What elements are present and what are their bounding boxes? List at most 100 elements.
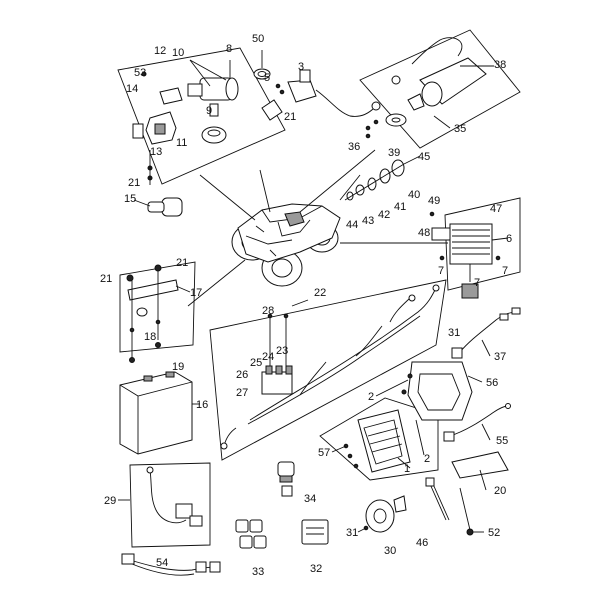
start-relay-part [261, 69, 381, 121]
callout-label: 9 [206, 105, 212, 117]
callout-label: 37 [494, 351, 506, 363]
atv-vehicle [231, 203, 341, 287]
callout-label: 56 [486, 377, 498, 389]
fuse-holder-part [133, 197, 183, 217]
group-outline-battery-bracket [119, 261, 196, 353]
rod-part [459, 487, 474, 536]
callout-label: 2 [424, 453, 430, 465]
callout-label: 7 [438, 265, 444, 277]
callout-label: 11 [176, 137, 187, 149]
callout-label: 43 [362, 215, 374, 227]
leader-line [199, 174, 256, 221]
callout-label: 3 [298, 61, 304, 73]
callout-label: 57 [318, 447, 330, 459]
callout-label: 16 [196, 399, 208, 411]
group-outline-harness-29 [129, 462, 211, 548]
callout-label: 23 [276, 345, 288, 357]
cable-tie-part [425, 477, 450, 521]
leader-line [339, 174, 361, 201]
relay-part [277, 461, 295, 497]
callout-label: 6 [506, 233, 512, 245]
group-outline-rectifier [444, 197, 521, 291]
callout-label: 42 [378, 209, 390, 221]
callout-label: 19 [172, 361, 184, 373]
relay-set-part [235, 519, 267, 549]
callout-label: 40 [408, 189, 420, 201]
horn-part [365, 495, 407, 533]
callout-label: 32 [310, 563, 322, 575]
callout-label: 18 [144, 331, 156, 343]
callout-label: 28 [262, 305, 274, 317]
callout-label: 52 [488, 527, 500, 539]
control-module-part [301, 519, 329, 545]
cdi-mount-bracket [407, 361, 473, 421]
callout-label: 29 [104, 495, 116, 507]
callout-label: 21 [176, 257, 188, 269]
callout-label: 36 [348, 141, 360, 153]
callout-label: 46 [416, 537, 428, 549]
leader-line [299, 149, 376, 213]
main-wiring-harness [220, 284, 440, 450]
insulator-sheet-part [451, 451, 509, 479]
callout-label: 12 [154, 45, 166, 57]
callout-label: 44 [346, 219, 358, 231]
callout-label: 35 [454, 123, 466, 135]
callout-label: 8 [226, 43, 232, 55]
callout-label: 15 [124, 193, 136, 205]
callout-leaders [118, 115, 509, 533]
starter-motor-part [391, 37, 494, 111]
callout-label: 13 [150, 146, 162, 158]
callout-label: 10 [172, 47, 184, 59]
sub-harness-54 [121, 553, 221, 576]
callout-label: 7 [474, 277, 480, 289]
callout-label: 30 [384, 545, 396, 557]
callout-label: 25 [250, 357, 262, 369]
regulator-rectifier-part [431, 223, 493, 299]
callout-label: 7 [502, 265, 508, 277]
callout-label: 45 [418, 151, 430, 163]
callout-label: 5 [264, 72, 270, 84]
callout-label: 54 [156, 557, 168, 569]
battery-bracket-part [127, 270, 179, 360]
callout-label: 27 [236, 387, 248, 399]
callout-label: 47 [490, 203, 502, 215]
group-outline-cdi-bracket [319, 397, 439, 481]
callout-label: 26 [236, 369, 248, 381]
callout-label: 41 [394, 201, 406, 213]
callout-label: 1 [404, 463, 410, 475]
sensor-wire-37 [451, 307, 521, 359]
fuse-box-part [261, 365, 293, 395]
callout-label: 38 [494, 59, 506, 71]
callout-label: 2 [368, 391, 374, 403]
callout-label: 31 [448, 327, 460, 339]
callout-label: 55 [496, 435, 508, 447]
callout-label: 21 [128, 177, 140, 189]
callout-label: 14 [126, 83, 138, 95]
callout-label: 17 [190, 287, 202, 299]
callout-label: 49 [428, 195, 440, 207]
callout-labels: 1 2 2 3 5 6 7 7 7 8 9 10 11 12 13 14 15 … [100, 33, 512, 578]
battery-part [119, 371, 193, 455]
group-outline-wiring-harness [209, 279, 447, 461]
ignition-switch-assembly [132, 77, 239, 145]
gasket-part [385, 113, 407, 127]
callout-label: 34 [304, 493, 316, 505]
callout-label: 39 [388, 147, 400, 159]
callout-label: 48 [418, 227, 430, 239]
leader-line [259, 169, 271, 213]
stator-parts-chain [344, 155, 421, 201]
callout-label: 21 [284, 111, 296, 123]
callout-label: 50 [252, 33, 264, 45]
cdi-unit-part [357, 409, 411, 473]
callout-label: 20 [494, 485, 506, 497]
sub-harness-29 [146, 466, 203, 527]
grommet-part [253, 68, 271, 80]
callout-label: 53 [134, 67, 146, 79]
wire-lead-55 [443, 403, 511, 442]
callout-label: 22 [314, 287, 326, 299]
callout-label: 21 [100, 273, 112, 285]
callout-label: 31 [346, 527, 358, 539]
callout-label: 33 [252, 566, 264, 578]
group-outline-switch-assembly [117, 47, 286, 185]
